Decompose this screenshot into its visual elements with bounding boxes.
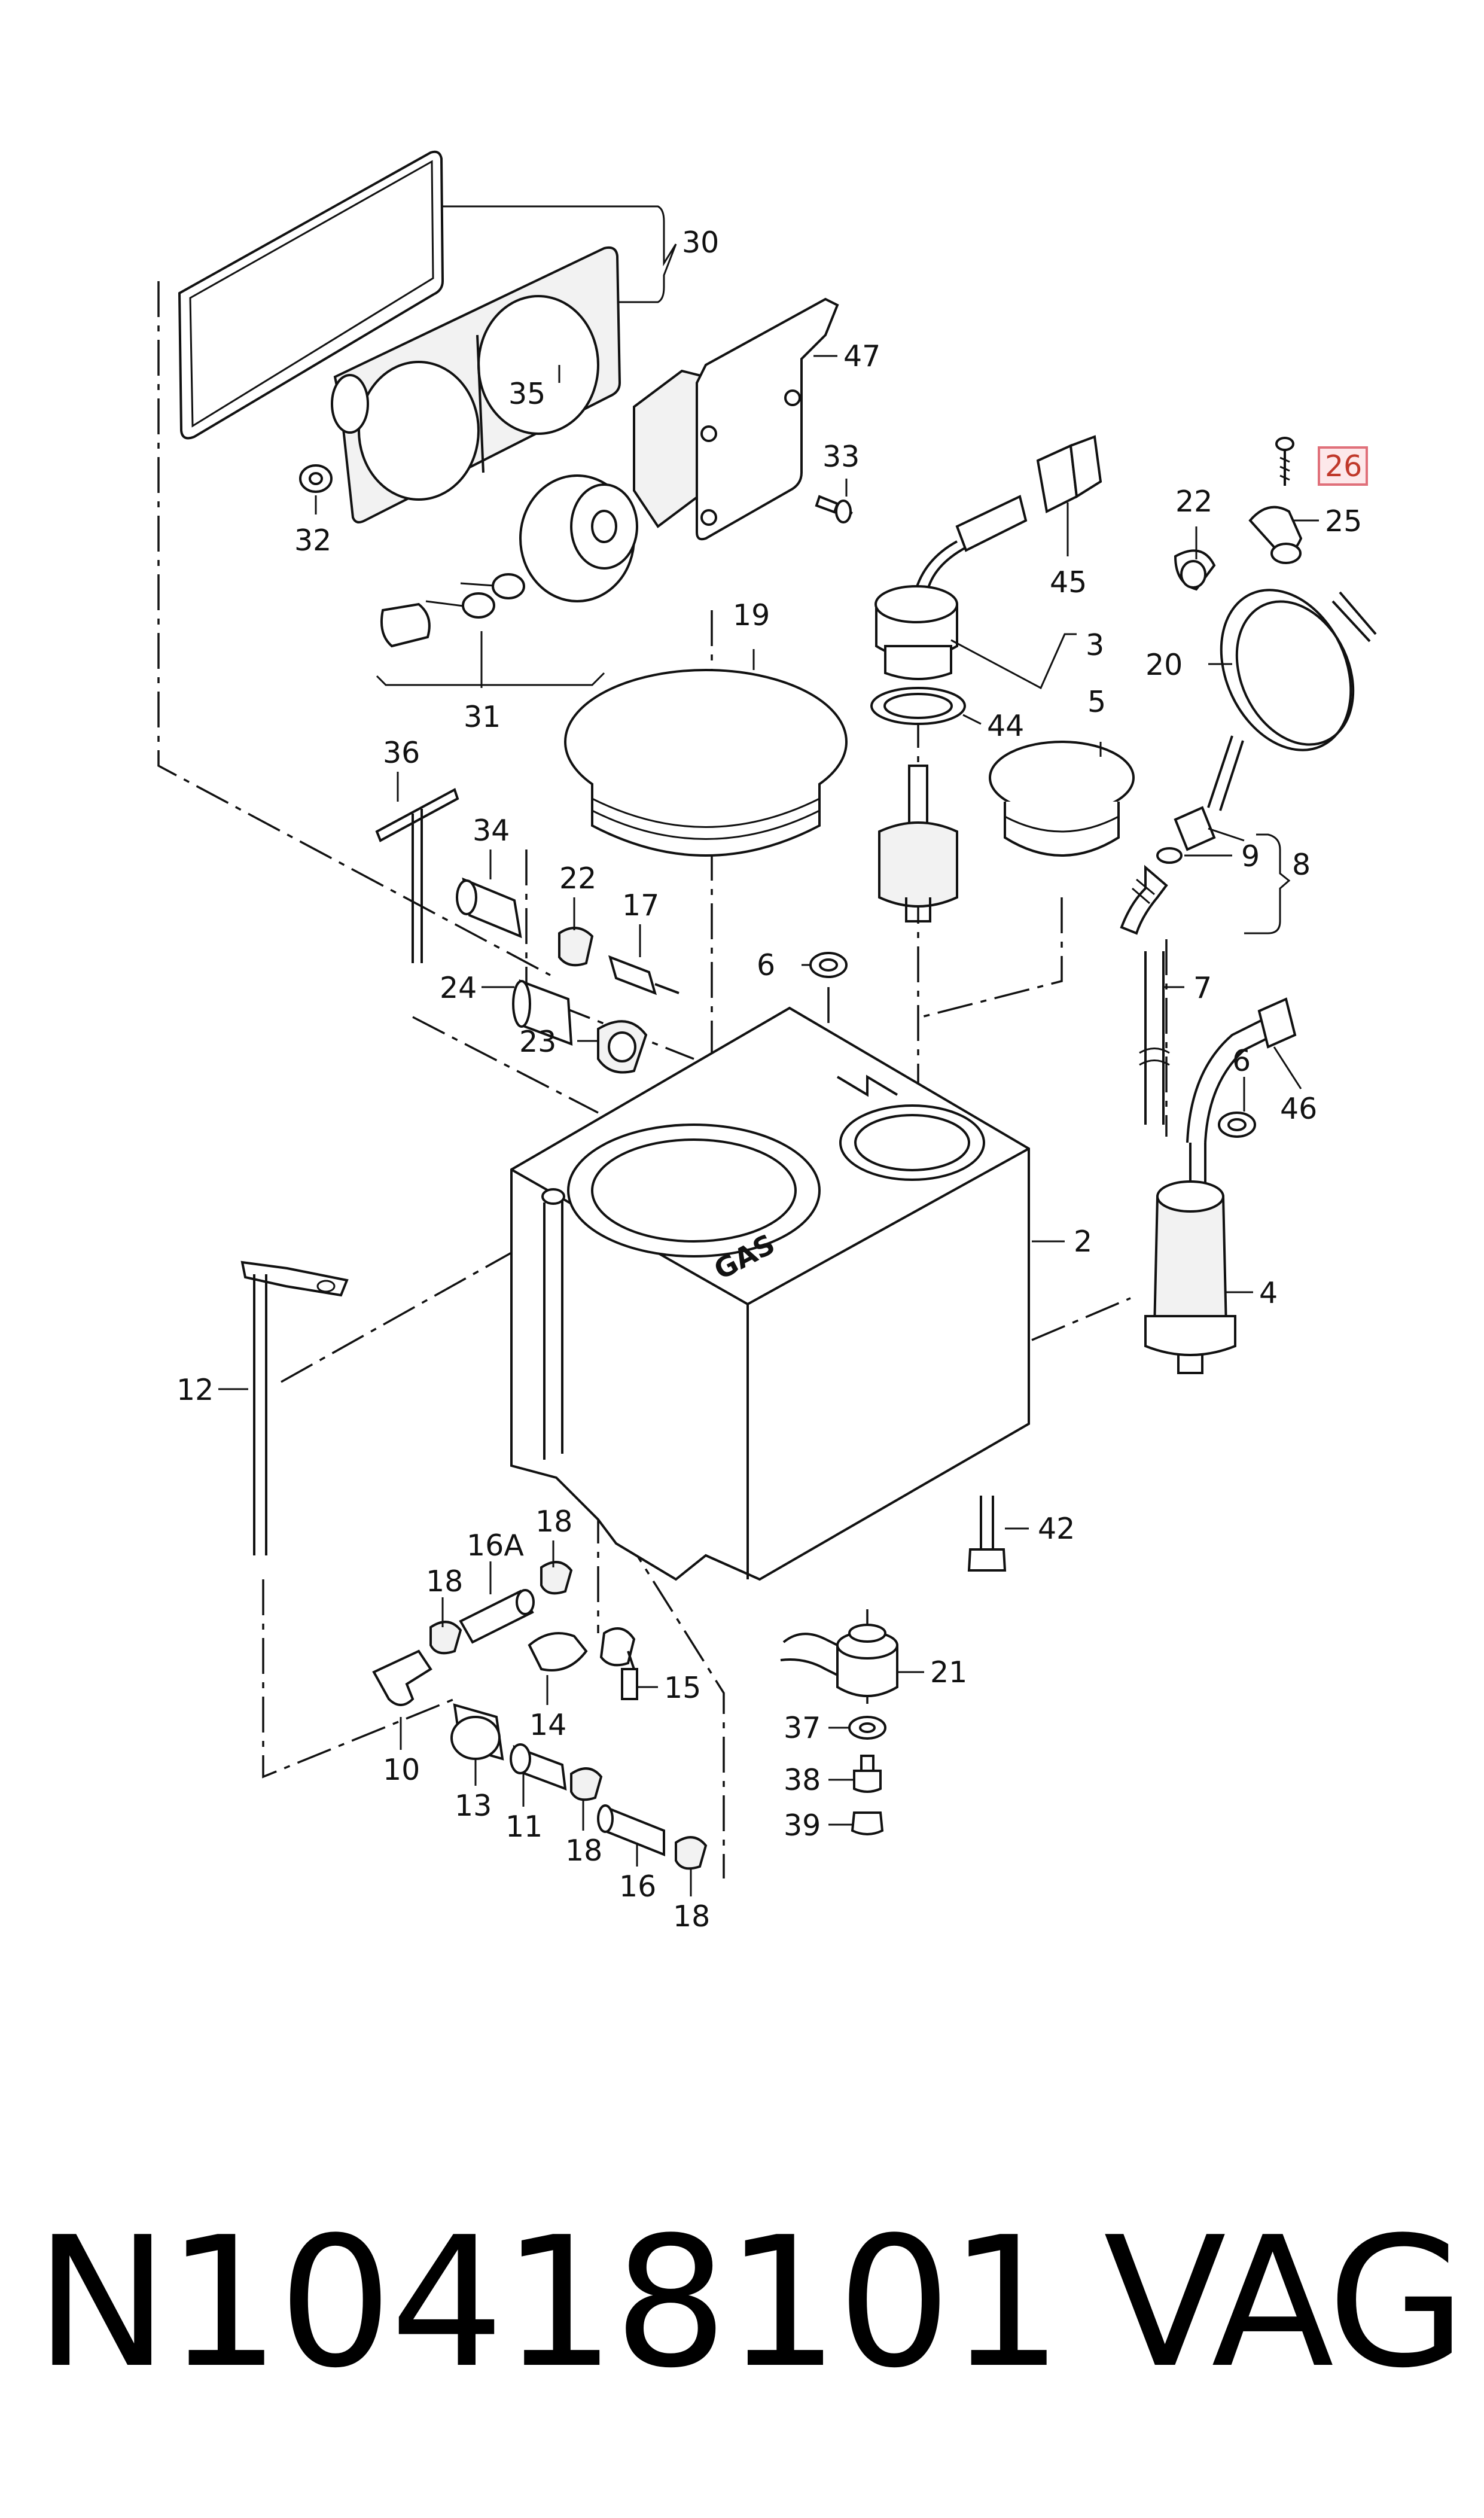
callout-5: 5	[1087, 685, 1106, 719]
callout-45: 45	[1050, 565, 1087, 599]
callout-14: 14	[529, 1708, 566, 1742]
part-34-22-17-valve-hose	[456, 877, 679, 995]
callout-44: 44	[987, 709, 1024, 743]
callout-19: 19	[733, 598, 770, 632]
callout-21: 21	[930, 1655, 967, 1689]
callout-16: 16	[619, 1870, 656, 1904]
callout-25: 25	[1325, 504, 1362, 538]
callout-33: 33	[822, 440, 860, 474]
part-37-38-39-drain-plug	[848, 1716, 886, 1835]
part-46-elbow-hose	[1186, 997, 1297, 1196]
callout-7: 7	[1193, 971, 1212, 1005]
callout-2: 2	[1074, 1225, 1092, 1259]
part-19-filler-cap	[564, 669, 848, 857]
part-32-nut	[299, 464, 333, 493]
callout-3: 3	[1086, 628, 1104, 662]
callout-12: 12	[176, 1373, 214, 1407]
callout-17: 17	[622, 888, 659, 922]
callout-32: 32	[294, 523, 331, 558]
callout-31: 31	[464, 700, 501, 734]
part-24-23-filter-clamp	[512, 979, 648, 1074]
part-33-screw	[815, 495, 853, 523]
part-42-bolt	[967, 1496, 1007, 1572]
part-8-9-fittings	[1120, 806, 1216, 935]
callout-8: 8	[1292, 848, 1311, 882]
part-36-t-handle	[375, 788, 459, 963]
callout-23: 23	[519, 1025, 556, 1059]
part-20-coiled-hose	[1207, 589, 1377, 811]
callout-35: 35	[508, 377, 546, 411]
callout-42: 42	[1038, 1512, 1075, 1546]
callout-38: 38	[784, 1763, 821, 1797]
callout-34: 34	[473, 814, 510, 848]
callout-leaders	[218, 205, 1319, 1896]
part-47-cover-plate	[633, 297, 839, 541]
callout-18-c: 18	[565, 1834, 602, 1868]
callout-16A: 16A	[467, 1529, 524, 1563]
callout-13: 13	[455, 1789, 492, 1823]
callout-labels: 26 30 47 35 32 33 31 19 45 3 44 5 22 25 …	[176, 226, 1368, 1934]
callout-30: 30	[682, 226, 719, 260]
callout-22-mid: 22	[559, 861, 596, 896]
callout-11: 11	[505, 1810, 543, 1844]
part-21-drain-elbow	[780, 1624, 898, 1697]
part-30-gasket-and-bezel	[178, 150, 621, 524]
part-45-3-level-sender	[870, 435, 1102, 922]
part-7-fuel-pipe	[1139, 951, 1170, 1125]
callout-24: 24	[440, 971, 477, 1005]
callout-46: 46	[1280, 1092, 1317, 1126]
callout-6-mid: 6	[757, 948, 775, 982]
callout-36: 36	[383, 736, 420, 770]
callout-47: 47	[843, 339, 880, 373]
callout-18-a: 18	[535, 1505, 572, 1539]
callout-20: 20	[1145, 648, 1183, 682]
part-2-tank: GAS	[510, 1006, 1030, 1581]
callout-6-right: 6	[1232, 1044, 1251, 1078]
callout-39: 39	[784, 1808, 821, 1843]
callout-26: 26	[1325, 449, 1362, 483]
part-number: N10418101	[35, 2199, 1063, 2407]
callout-18-b: 18	[426, 1564, 463, 1599]
callout-18-d: 18	[673, 1899, 710, 1934]
part-6-washers	[809, 952, 1256, 1138]
callout-26-highlight-box	[1318, 446, 1368, 486]
part-12-rod	[240, 1260, 349, 1555]
callout-15: 15	[664, 1671, 701, 1705]
callout-4: 4	[1259, 1276, 1278, 1310]
brand-name: VAG	[1104, 2199, 1466, 2407]
part-26-25-22-small-parts	[1174, 437, 1303, 591]
part-4-fuel-filter	[1144, 1180, 1236, 1374]
callout-37: 37	[784, 1711, 821, 1745]
part-31-lock-set	[376, 474, 638, 686]
callout-22-top: 22	[1175, 485, 1212, 519]
callout-9: 9	[1241, 839, 1260, 873]
part-5-small-cap	[989, 741, 1135, 857]
callout-10: 10	[383, 1753, 420, 1787]
